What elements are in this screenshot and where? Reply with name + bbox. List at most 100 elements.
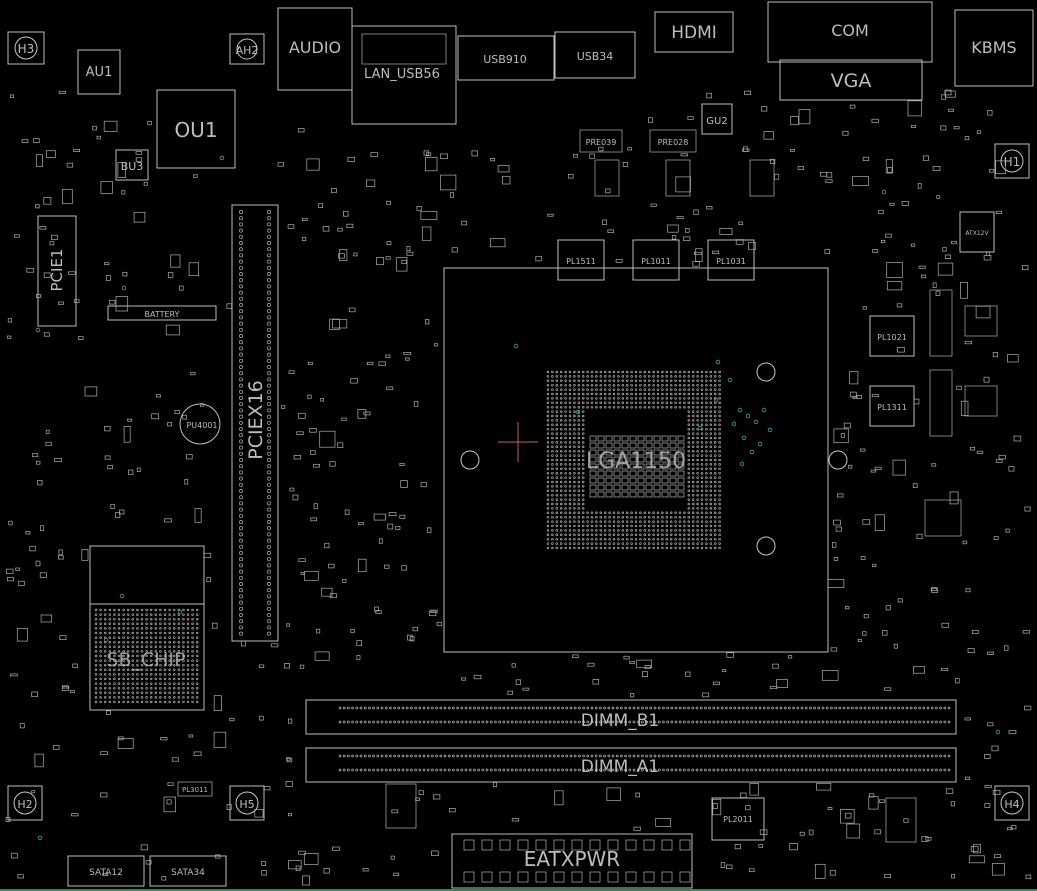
- lan-usb-connector[interactable]: [351, 25, 457, 125]
- com-connector[interactable]: [767, 1, 933, 63]
- cpu-land: [577, 533, 581, 537]
- cpu-land: [564, 449, 567, 453]
- dimm-pin: [834, 720, 837, 724]
- smd-part: [901, 201, 909, 206]
- cpu-land: [617, 542, 620, 545]
- sb-ball: [108, 700, 112, 704]
- dimm-pin: [569, 754, 573, 758]
- cpu-land: [669, 537, 673, 541]
- cpu-land: [581, 489, 585, 493]
- usb34-connector[interactable]: [554, 31, 636, 79]
- sb-ball: [182, 659, 185, 662]
- cpu-land: [608, 401, 611, 405]
- dimm-pin: [893, 754, 896, 758]
- cpu-center-pad: [653, 442, 661, 449]
- dimm-pin: [548, 720, 552, 724]
- dimm-pin: [519, 768, 522, 772]
- sb-ball: [136, 682, 139, 685]
- dimm-b1-slot[interactable]: [305, 699, 957, 735]
- sb-ball: [117, 654, 121, 658]
- pcie-pin: [239, 501, 243, 506]
- pcie1-slot[interactable]: [37, 215, 77, 327]
- dimm-pin: [565, 706, 569, 710]
- cpu-land: [559, 480, 563, 484]
- cpu-land: [573, 410, 576, 413]
- dimm-pin: [855, 706, 858, 710]
- dimm-pin: [796, 706, 800, 710]
- smd-part: [955, 678, 960, 684]
- smd-part: [105, 275, 111, 281]
- cpu-land: [586, 401, 589, 405]
- smd-part: [431, 850, 439, 856]
- smd-part: [9, 94, 14, 98]
- smd-part: [81, 549, 89, 561]
- sb-ball: [131, 691, 135, 695]
- eatxpwr-connector[interactable]: [451, 833, 693, 889]
- dimm-pin: [796, 754, 800, 758]
- cpu-land: [652, 537, 655, 541]
- au1-chip[interactable]: [77, 49, 121, 95]
- cpu-land: [599, 379, 603, 383]
- bu3-chip[interactable]: [115, 149, 149, 181]
- smd-part: [744, 90, 751, 95]
- sb-ball: [103, 654, 107, 658]
- dimm-a1-slot[interactable]: [305, 747, 957, 783]
- mount-h5-label: H5: [239, 798, 254, 811]
- sata34-connector[interactable]: [149, 855, 227, 887]
- dimm-pin: [485, 768, 489, 772]
- ou1-chip[interactable]: [156, 89, 236, 169]
- pciex16-slot[interactable]: [231, 204, 279, 642]
- cpu-land: [573, 515, 576, 519]
- cpu-land: [652, 524, 655, 528]
- smd-part: [321, 587, 333, 597]
- battery-holder[interactable]: [107, 305, 217, 321]
- cpu-land: [559, 449, 563, 453]
- sb-ball: [103, 659, 107, 662]
- cpu-land: [621, 529, 625, 532]
- cpu-land: [687, 507, 691, 510]
- hdmi-connector[interactable]: [654, 11, 734, 53]
- vga-connector[interactable]: [779, 59, 923, 101]
- vrm-cap-2: [665, 159, 691, 197]
- sata12-connector[interactable]: [67, 855, 145, 887]
- smd-part: [127, 418, 133, 422]
- dimm-pin: [914, 768, 917, 772]
- pcie-pin: [239, 222, 243, 227]
- sb-ball: [117, 691, 121, 695]
- smd-part: [833, 428, 849, 444]
- sb-ball: [182, 663, 185, 667]
- cpu-land: [546, 410, 550, 413]
- cpu-land: [581, 476, 585, 479]
- cpu-land: [581, 480, 585, 484]
- southbridge-chip[interactable]: [89, 603, 205, 711]
- kbms-connector[interactable]: [954, 9, 1034, 87]
- cpu-land: [577, 546, 581, 550]
- cpu-land: [691, 502, 695, 506]
- cpu-land: [551, 542, 554, 545]
- cpu-center-pad: [653, 463, 661, 470]
- smd-part: [436, 621, 443, 626]
- dimm-pin: [418, 706, 422, 710]
- cpu-land: [661, 511, 664, 515]
- smd-part: [912, 483, 918, 488]
- cpu-land: [617, 529, 620, 532]
- smd-part: [133, 211, 146, 223]
- sb-ball: [195, 663, 199, 667]
- dimm-pin: [435, 768, 438, 772]
- smd-part: [423, 150, 429, 156]
- smd-part: [363, 411, 371, 416]
- dimm-pin: [792, 754, 795, 758]
- dimm-pin: [489, 706, 493, 710]
- atx12v-connector[interactable]: [959, 211, 995, 253]
- smd-part: [261, 870, 267, 876]
- dimm-pin: [515, 754, 518, 758]
- pcie-pin: [267, 321, 271, 326]
- smd-part: [983, 376, 990, 383]
- cpu-socket-outline[interactable]: [443, 267, 829, 653]
- cpu-land: [713, 392, 717, 396]
- cpu-center-pad: [645, 456, 653, 463]
- cpu-center-pad: [677, 463, 685, 470]
- usb910-connector[interactable]: [457, 35, 555, 81]
- dimm-pin: [699, 768, 703, 772]
- dimm-pin: [788, 706, 791, 710]
